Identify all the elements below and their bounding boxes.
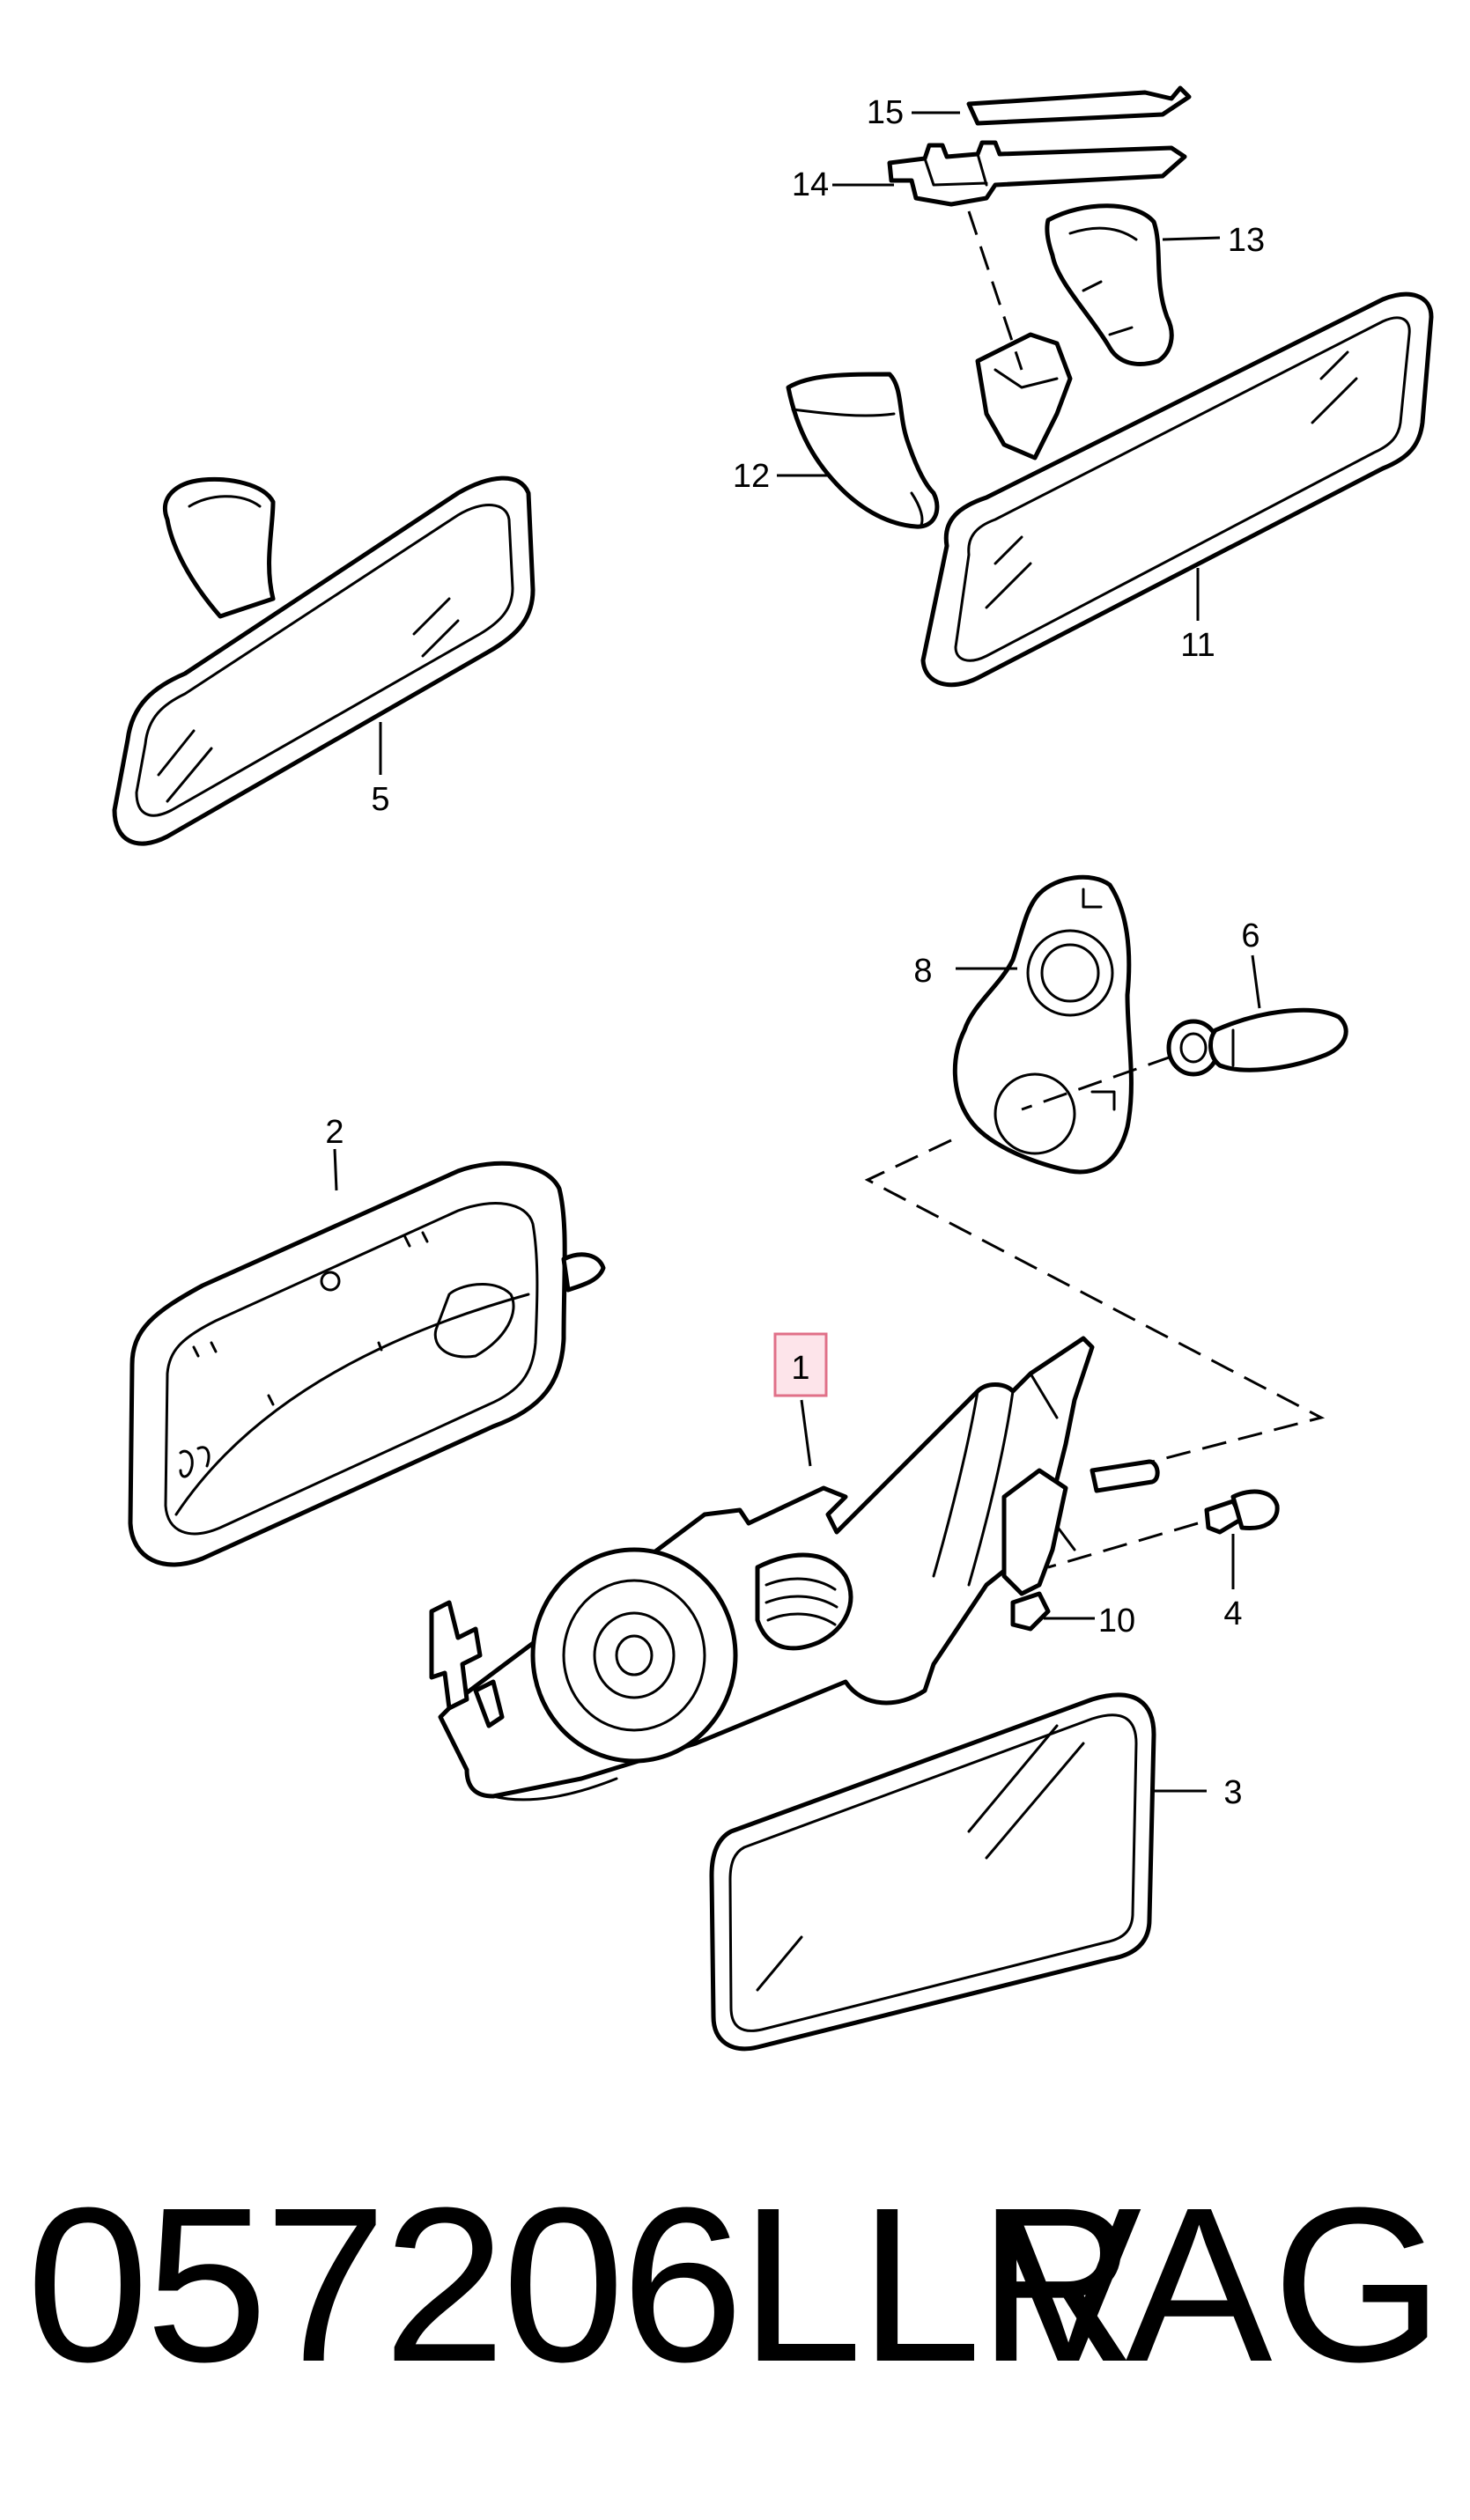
assembly-line-14 <box>967 210 1023 371</box>
callout-11[interactable]: 11 <box>1180 627 1215 664</box>
leader-1 <box>800 1399 812 1467</box>
part-11-interior-mirror <box>920 291 1434 688</box>
part-12-cover-lower <box>786 372 940 529</box>
assembly-line-6 <box>1021 1055 1172 1111</box>
part-3-mirror-glass <box>709 1692 1156 2052</box>
part-15-adhesive-strip <box>966 85 1192 126</box>
callout-13[interactable]: 13 <box>1228 222 1265 259</box>
callout-1-highlight <box>773 1332 828 1397</box>
callout-15[interactable]: 15 <box>867 94 904 131</box>
part-14-mount-bracket <box>887 140 1187 207</box>
callout-4[interactable]: 4 <box>1223 1595 1242 1632</box>
exploded-parts-diagram: 1 2 3 4 5 6 8 10 11 12 13 14 15 <box>112 85 1434 2052</box>
callout-5[interactable]: 5 <box>371 781 389 818</box>
callout-8[interactable]: 8 <box>913 953 932 990</box>
assembly-line-4 <box>1047 1522 1199 1569</box>
part-5-interior-mirror <box>112 475 536 846</box>
callout-10[interactable]: 10 <box>1098 1603 1135 1639</box>
part-2-mirror-housing <box>128 1161 606 1567</box>
brand-name: VAG <box>994 2162 1444 2407</box>
leader-6 <box>1251 954 1261 1009</box>
callout-3[interactable]: 3 <box>1223 1774 1242 1811</box>
part-6-bulb <box>1166 1007 1348 1077</box>
callout-6[interactable]: 6 <box>1241 917 1259 954</box>
part-1-mirror-base <box>429 1336 1160 1802</box>
leader-13 <box>1162 236 1221 241</box>
part-number: 057206LLR <box>26 2162 1137 2407</box>
part-8-gasket-plate <box>952 874 1134 1175</box>
part-4-screw <box>1204 1489 1280 1535</box>
mirror-stem-fitting <box>975 332 1073 461</box>
leader-2 <box>333 1148 338 1191</box>
callout-14[interactable]: 14 <box>792 166 829 203</box>
footer: 057206LLR VAG <box>0 2131 1470 2518</box>
part-13-cover-upper <box>1045 203 1174 366</box>
diagram-canvas: 1 2 3 4 5 6 8 10 11 12 13 14 15 <box>112 85 1434 2052</box>
callout-2[interactable]: 2 <box>325 1114 343 1151</box>
assembly-line-8 <box>864 1138 1326 1472</box>
callout-1[interactable]: 1 <box>791 1350 809 1387</box>
callout-12[interactable]: 12 <box>733 458 770 495</box>
